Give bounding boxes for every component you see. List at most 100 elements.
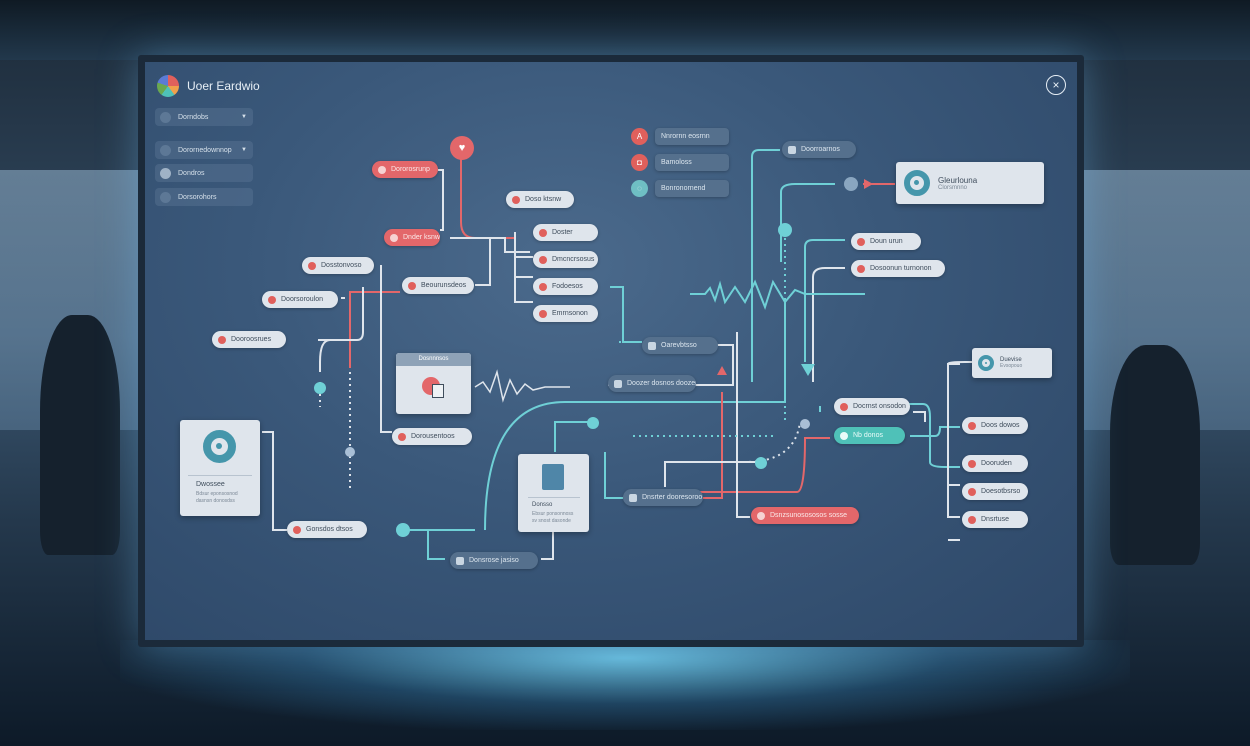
node-label: Dosoonun turnonon — [870, 265, 932, 272]
flow-node[interactable]: Dnsrtuse — [962, 511, 1028, 528]
node-status-icon — [539, 228, 547, 237]
flow-node[interactable]: Doos dowos — [962, 417, 1028, 434]
flow-node[interactable]: Dnder ksnws — [384, 229, 440, 246]
flow-node[interactable]: Dororosrunp — [372, 161, 438, 178]
flow-node[interactable]: Doso ktsnw — [506, 191, 574, 208]
flow-node[interactable]: Beourunsdeos — [402, 277, 474, 294]
connector — [947, 361, 973, 541]
connector — [812, 267, 845, 382]
connector-lines — [262, 149, 973, 560]
node-label: Doso ktsnw — [525, 196, 562, 203]
legend-item[interactable]: Bonronornend — [655, 180, 729, 197]
target-icon — [978, 355, 994, 371]
flow-node-icon — [314, 382, 326, 394]
flow-node[interactable]: Doozer dosnos doozer — [608, 375, 696, 392]
node-status-icon — [456, 556, 464, 565]
flow-node[interactable]: Doesotbsrso — [962, 483, 1028, 500]
sidebar-item[interactable]: Dorsorohors — [155, 188, 253, 206]
legend-item[interactable]: Nnrornn eosrnn — [655, 128, 729, 145]
legend-label: Bonronornend — [661, 185, 706, 192]
office-ceiling — [0, 0, 1250, 60]
target-icon — [904, 170, 930, 196]
chevron-down-icon: ▼ — [241, 147, 247, 153]
flow-node[interactable]: Dooruden — [962, 455, 1028, 472]
flow-node-icon — [755, 457, 767, 469]
flow-node[interactable]: Donsrose jasiso — [450, 552, 538, 569]
sidebar-item[interactable]: Dondros — [155, 164, 253, 182]
document-icon — [432, 384, 444, 398]
node-status-icon — [390, 233, 398, 242]
flow-node[interactable]: Doster — [533, 224, 598, 241]
flow-node[interactable]: Dosoonun turnonon — [851, 260, 945, 277]
node-label: Dooruden — [981, 460, 1012, 467]
flow-node[interactable]: Dmcncrsosus — [533, 251, 598, 268]
arrow-icon — [864, 179, 873, 189]
connector — [349, 291, 400, 368]
arrow-icon — [717, 366, 727, 375]
legend-item[interactable]: Bamoloss — [655, 154, 729, 171]
connector — [703, 392, 723, 499]
flow-node[interactable]: Oarevbtsso — [642, 337, 718, 354]
node-label: Emrnsonon — [552, 310, 588, 317]
node-label: Dnder ksnws — [403, 234, 440, 241]
node-status-icon — [968, 459, 976, 468]
connector — [541, 532, 554, 560]
node-label: Dsnzsunosososos sosse — [770, 512, 848, 519]
item-icon — [160, 167, 171, 179]
node-status-icon — [268, 295, 276, 304]
close-button[interactable]: × — [1046, 75, 1066, 95]
card-left[interactable]: Dwossee Bdsur eponsosnod dasnsn donosdss — [180, 420, 260, 516]
person-silhouette-right — [1110, 345, 1200, 565]
heart-icon[interactable]: ♥ — [450, 136, 474, 160]
flow-node[interactable]: Dorousentoos — [392, 428, 472, 445]
node-status-icon — [648, 341, 656, 350]
node-status-icon — [968, 421, 976, 430]
flow-node[interactable]: Dosstonvoso — [302, 257, 374, 274]
node-status-icon — [293, 525, 301, 534]
flow-node[interactable]: Doorroarnos — [782, 141, 856, 158]
node-label: Donsrose jasiso — [469, 557, 519, 564]
connector — [554, 421, 590, 452]
connector — [475, 237, 505, 286]
node-status-icon — [968, 515, 976, 524]
item-icon — [160, 191, 171, 203]
flow-node[interactable]: Doorsoroulon — [262, 291, 338, 308]
flow-node[interactable]: Dooroosrues — [212, 331, 286, 348]
sidebar-item[interactable]: Dorndobs▼ — [155, 108, 253, 126]
connector — [736, 332, 750, 518]
flow-node[interactable]: Fodoesos — [533, 278, 598, 295]
flow-node[interactable]: Dsnzsunosososos sosse — [751, 507, 859, 524]
node-label: Nb donos — [853, 432, 883, 439]
connector — [913, 411, 926, 422]
node-label: Docrnst onsodon — [853, 403, 906, 410]
legend-label: Nnrornn eosrnn — [661, 133, 710, 140]
connector — [450, 237, 530, 253]
sidebar-item[interactable]: Dorornedownnop▼ — [155, 141, 253, 159]
node-label: Doun urun — [870, 238, 903, 245]
connector — [664, 461, 760, 487]
connector — [514, 232, 533, 303]
node-status-icon — [218, 335, 226, 344]
card-center[interactable]: Dosnnnsos — [396, 353, 471, 414]
connector — [665, 437, 830, 493]
node-status-icon — [757, 511, 765, 520]
connector — [262, 431, 287, 531]
flow-node[interactable]: Nb donos — [834, 427, 905, 444]
node-status-icon — [788, 145, 796, 154]
flow-node-icon — [844, 177, 858, 191]
node-status-icon — [512, 195, 520, 204]
connector — [427, 530, 445, 560]
node-status-icon — [840, 431, 848, 440]
flow-node[interactable]: Emrnsonon — [533, 305, 598, 322]
flow-node[interactable]: Gonsdos dtsos — [287, 521, 367, 538]
flow-node-icon — [396, 523, 410, 537]
item-icon — [160, 144, 171, 156]
card-bottom[interactable]: Donsso Ebsur ponsonnoss sv snost dasonde — [518, 454, 589, 532]
node-status-icon — [614, 379, 622, 388]
node-label: Dosstonvoso — [321, 262, 362, 269]
flow-node[interactable]: Doun urun — [851, 233, 921, 250]
flow-node[interactable]: Dnsrter dooresoroo — [623, 489, 703, 506]
flow-node[interactable]: Docrnst onsodon — [834, 398, 910, 415]
